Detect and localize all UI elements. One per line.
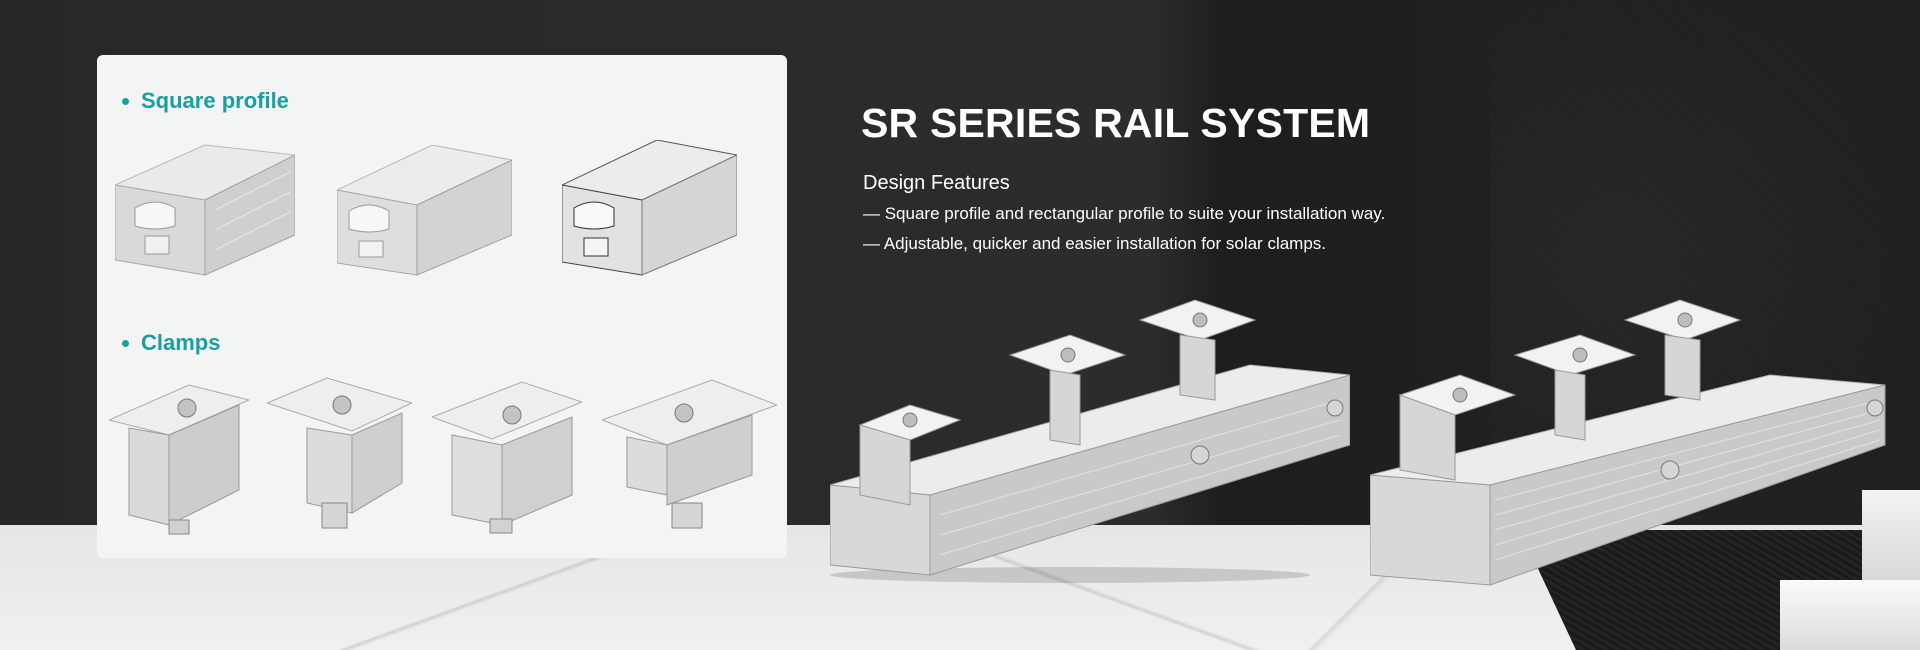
product-panel: Square profile Clamps xyxy=(97,55,787,558)
feature-item: — Adjustable, quicker and easier install… xyxy=(863,234,1327,253)
design-features-heading: Design Features xyxy=(863,172,1010,194)
rail-assembly-image xyxy=(1370,299,1886,586)
white-block-top xyxy=(1862,490,1920,580)
rail-profile-image xyxy=(337,145,512,276)
rail-profile-image xyxy=(115,144,295,276)
rail-assembly-image xyxy=(830,299,1350,583)
clamp-image xyxy=(267,377,412,529)
section-square-profile: Square profile xyxy=(122,88,289,114)
bullet-icon xyxy=(122,339,129,347)
clamp-image xyxy=(109,384,249,535)
clamp-image xyxy=(602,379,777,529)
section-title: Square profile xyxy=(141,88,289,113)
bullet-icon xyxy=(122,97,129,105)
white-block-bottom xyxy=(1780,580,1920,650)
section-title: Clamps xyxy=(141,330,221,355)
feature-item: — Square profile and rectangular profile… xyxy=(863,204,1386,223)
page-title: SR SERIES RAIL SYSTEM xyxy=(861,100,1371,146)
clamp-image xyxy=(432,381,582,534)
white-blocks xyxy=(1780,490,1920,650)
section-clamps: Clamps xyxy=(122,330,220,356)
rail-profile-image xyxy=(562,140,737,276)
